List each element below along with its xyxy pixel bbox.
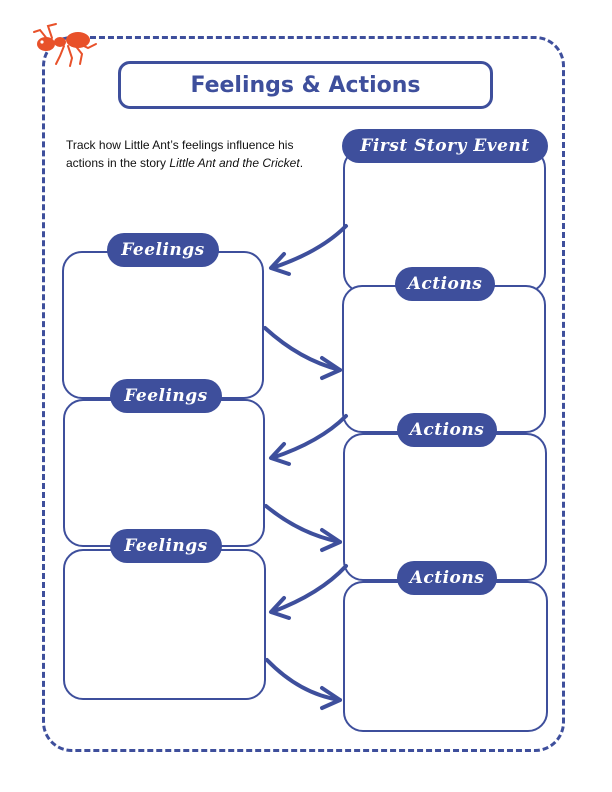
feelings-label-1: Feelings	[107, 233, 219, 267]
book-title: Little Ant and the Cricket	[169, 156, 300, 170]
feelings-box-1[interactable]	[62, 251, 264, 399]
dashed-page-border	[42, 36, 565, 752]
first-event-label: First Story Event	[342, 129, 548, 163]
actions-label-1: Actions	[395, 267, 495, 301]
feelings-label-2: Feelings	[110, 379, 222, 413]
actions-box-2[interactable]	[343, 433, 547, 581]
feelings-label-3: Feelings	[110, 529, 222, 563]
actions-box-3[interactable]	[343, 581, 548, 732]
feelings-box-3[interactable]	[63, 549, 266, 700]
title-banner: Feelings & Actions	[118, 61, 493, 109]
actions-box-1[interactable]	[342, 285, 546, 433]
feelings-box-2[interactable]	[63, 399, 265, 547]
page-title: Feelings & Actions	[190, 72, 421, 98]
instructions: Track how Little Ant’s feelings influenc…	[66, 136, 306, 172]
actions-label-2: Actions	[397, 413, 497, 447]
instructions-end: .	[299, 156, 304, 170]
instructions-text: Track how Little Ant’s feelings influenc…	[66, 138, 294, 170]
actions-label-3: Actions	[397, 561, 497, 595]
ant-icon	[33, 23, 97, 67]
